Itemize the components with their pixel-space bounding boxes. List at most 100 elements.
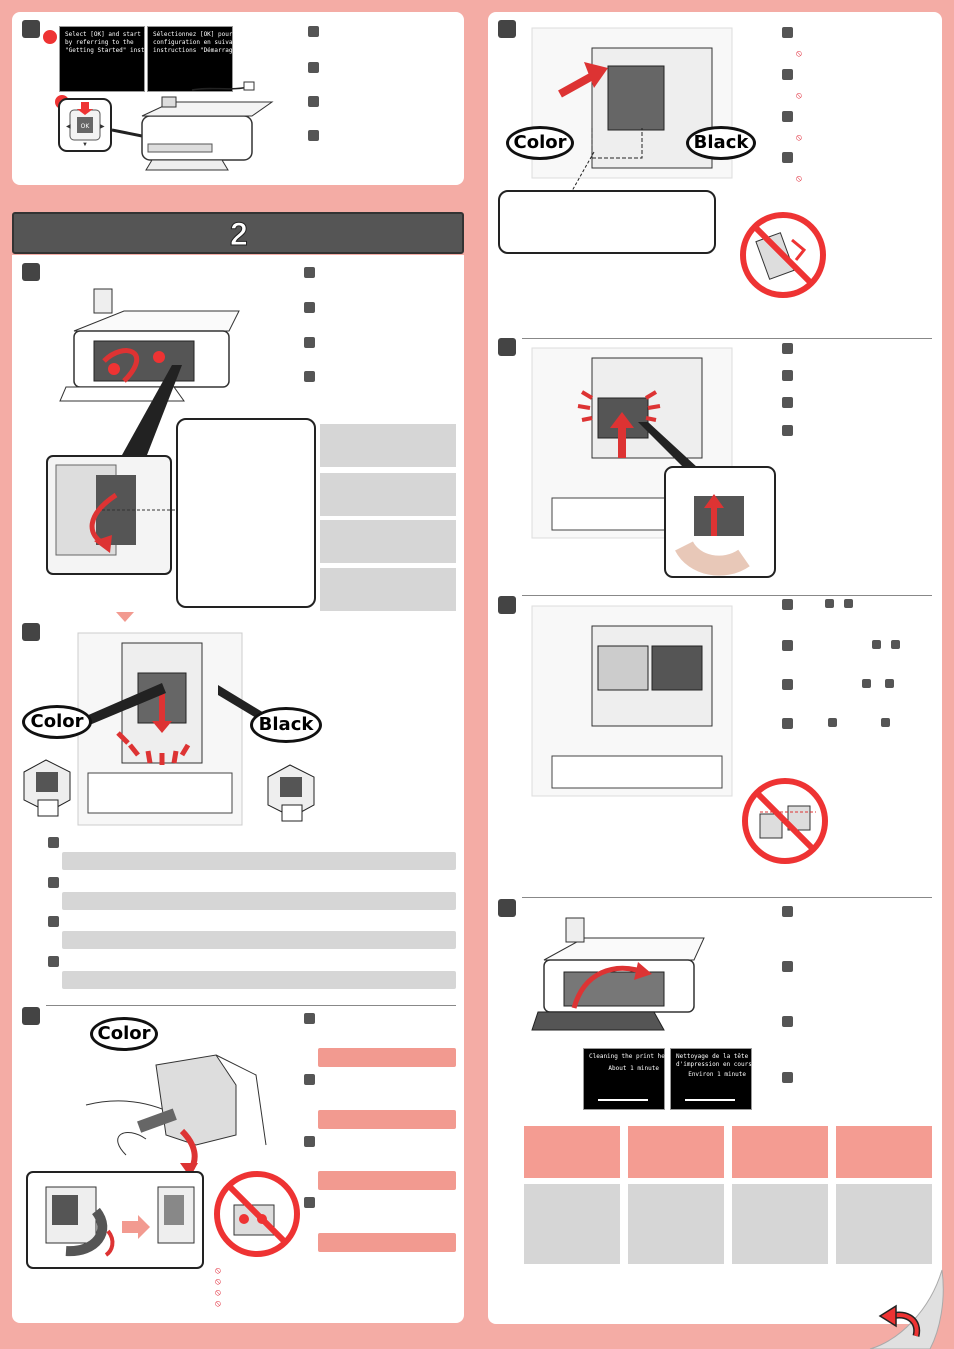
lang-badge xyxy=(782,640,793,651)
ok-key-label: OK xyxy=(81,123,91,130)
install-panel: Color Black Color xyxy=(12,255,464,1323)
lang-badge xyxy=(782,69,793,80)
lang-badge xyxy=(308,62,319,73)
lang-badge xyxy=(782,343,793,354)
cartridges-installed-illustration xyxy=(531,605,733,797)
lang-badge xyxy=(782,397,793,408)
info-box xyxy=(320,568,456,611)
progress-bar-icon xyxy=(685,1099,735,1101)
caution-callout-box xyxy=(176,418,316,608)
note-bar xyxy=(62,971,456,989)
ref-badge xyxy=(844,599,853,608)
lock-detail-illustration xyxy=(664,466,776,578)
step-number-badge xyxy=(498,20,516,38)
note-header-box xyxy=(524,1126,620,1178)
lang-badge xyxy=(304,1074,315,1085)
lang-badge xyxy=(782,27,793,38)
lang-badge xyxy=(48,916,59,927)
prohibited-icon: ⦸ xyxy=(796,90,802,100)
color-cartridge-slot-illustration xyxy=(23,759,71,817)
lang-badge xyxy=(782,152,793,163)
ok-button-pad-illustration: OK ◀ ▶ ▼ xyxy=(58,98,112,152)
lcd-screen-english: Select [OK] and start the setup by refer… xyxy=(59,26,177,92)
prohibited-icon: ⦸ xyxy=(796,173,802,183)
note-callout-box xyxy=(498,190,716,254)
progress-bar-icon xyxy=(598,1099,648,1101)
lang-badge xyxy=(782,599,793,610)
note-body-box xyxy=(628,1184,724,1264)
prohibited-icon: ⦸ xyxy=(215,1298,221,1308)
lang-badge xyxy=(782,425,793,436)
pointer-left xyxy=(70,683,166,729)
svg-text:▼: ▼ xyxy=(82,142,88,148)
lcd-screen-cleaning-english: Cleaning the print head... About 1 minut… xyxy=(583,1048,683,1110)
section-header: 2 xyxy=(12,212,464,254)
step-number-badge xyxy=(22,20,40,38)
lang-badge xyxy=(308,130,319,141)
note-bar xyxy=(62,852,456,870)
prohibited-icon: ⦸ xyxy=(796,48,802,58)
printer-inside-detail-illustration xyxy=(46,455,172,575)
lang-badge xyxy=(782,370,793,381)
lang-badge xyxy=(308,26,319,37)
close-cover-illustration xyxy=(531,917,705,1031)
ref-badge xyxy=(872,640,881,649)
color-label: Color xyxy=(506,126,574,160)
lang-badge xyxy=(304,371,315,382)
note-body-box xyxy=(524,1184,620,1264)
dashed-pointer xyxy=(102,509,178,511)
setup-panel: Select [OK] and start the setup by refer… xyxy=(12,12,464,185)
lang-badge xyxy=(304,1197,315,1208)
lang-badge xyxy=(48,877,59,888)
black-label: Black xyxy=(250,707,322,743)
dashed-pointer xyxy=(567,151,595,199)
callout-marker-a xyxy=(42,29,58,45)
step-number-badge xyxy=(22,623,40,641)
callout-pointer xyxy=(122,365,182,455)
lang-badge xyxy=(782,718,793,729)
warning-bar xyxy=(318,1048,456,1067)
prohibited-icon: ⦸ xyxy=(215,1276,221,1286)
lang-badge xyxy=(304,1136,315,1147)
divider xyxy=(522,897,932,898)
lang-badge xyxy=(48,956,59,967)
divider xyxy=(522,595,932,596)
lang-badge xyxy=(304,337,315,348)
return-arrow-icon[interactable] xyxy=(876,1304,922,1338)
step-number-badge xyxy=(498,899,516,917)
lang-badge xyxy=(782,111,793,122)
prohibited-icon: ⦸ xyxy=(796,132,802,142)
divider xyxy=(46,1005,456,1006)
page-curl-corner xyxy=(869,1269,954,1349)
right-panel: Color Black ⦸ ⦸ ⦸ ⦸ xyxy=(488,12,942,1324)
note-header-box xyxy=(732,1126,828,1178)
info-box xyxy=(320,520,456,563)
info-box xyxy=(320,473,456,516)
callout-pointer xyxy=(638,422,698,472)
ref-badge xyxy=(885,679,894,688)
note-header-box xyxy=(628,1126,724,1178)
lang-badge xyxy=(304,267,315,278)
prohibited-icon: ⦸ xyxy=(215,1265,221,1275)
remove-tape-illustration xyxy=(85,1054,267,1177)
step-number-badge xyxy=(22,1007,40,1025)
lang-badge xyxy=(304,302,315,313)
note-body-box xyxy=(732,1184,828,1264)
lang-badge xyxy=(782,906,793,917)
color-label: Color xyxy=(90,1017,158,1051)
ref-badge xyxy=(862,679,871,688)
note-bar xyxy=(62,892,456,910)
black-cartridge-slot-illustration xyxy=(267,764,315,822)
ref-badge xyxy=(828,718,837,727)
black-label: Black xyxy=(686,126,756,160)
lang-badge xyxy=(782,679,793,690)
warning-bar xyxy=(318,1110,456,1129)
divider xyxy=(522,338,932,339)
step-number-badge xyxy=(498,596,516,614)
lang-badge xyxy=(308,96,319,107)
cartridge-holder-illustration xyxy=(77,632,243,826)
lang-badge xyxy=(782,961,793,972)
lang-badge xyxy=(782,1016,793,1027)
prohibited-icon xyxy=(740,212,826,298)
note-header-box xyxy=(836,1126,932,1178)
